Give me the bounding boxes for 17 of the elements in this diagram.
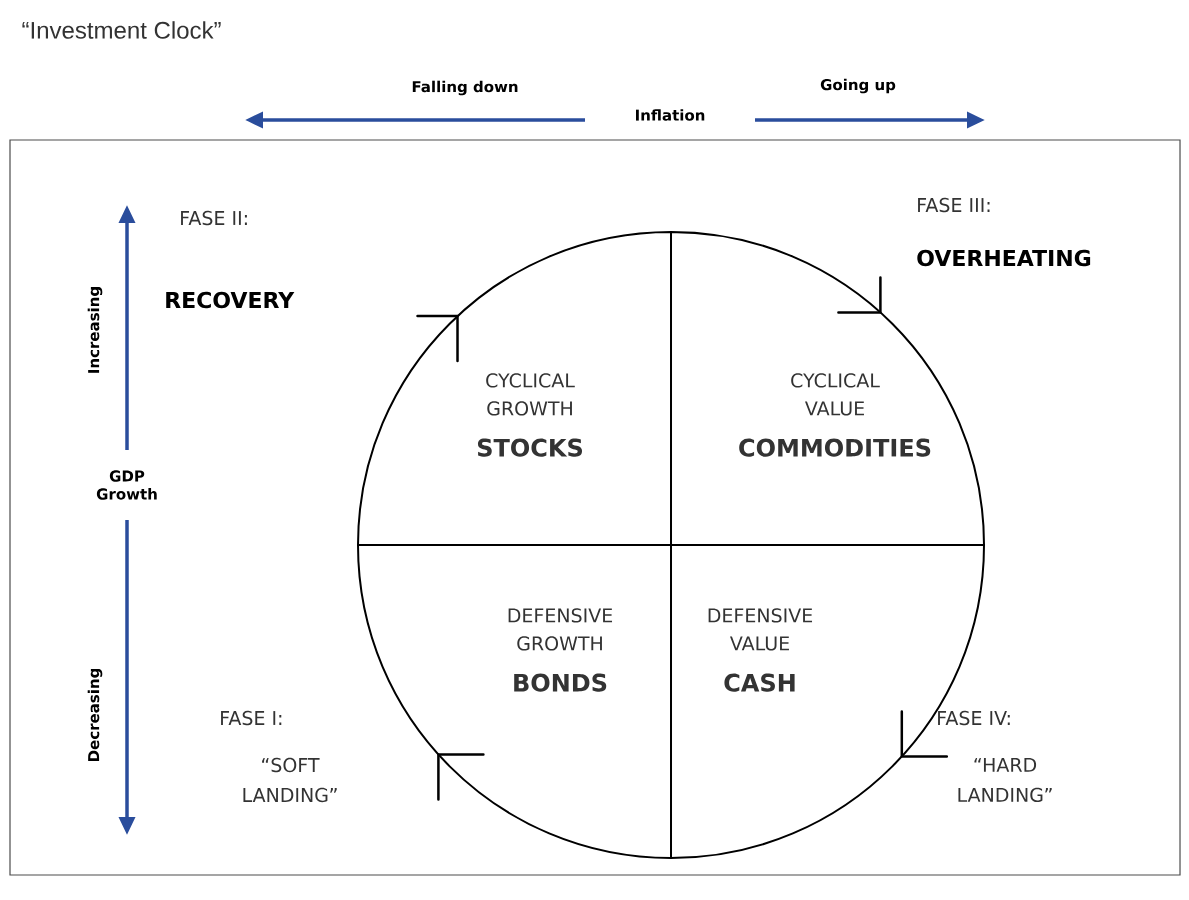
label: Falling down	[412, 80, 518, 96]
label: Going up	[820, 78, 896, 94]
label: “SOFT LANDING”	[243, 757, 337, 803]
quadrant: CYCLICAL GROWTH STOCKS	[357, 231, 672, 546]
label: Inflation	[636, 109, 705, 121]
label: Decreasing	[87, 668, 103, 761]
label: FASE I:	[221, 710, 282, 726]
label: GDP Growth	[96, 470, 157, 500]
label: “HARD LANDING”	[958, 757, 1052, 803]
label: FASE IV:	[938, 710, 1010, 726]
quadrant: DEFENSIVE GROWTH BONDS	[357, 544, 672, 859]
label: FASE III:	[918, 197, 990, 213]
title: “Investment Clock”	[22, 21, 221, 39]
label: Increasing	[87, 287, 103, 373]
label: FASE II:	[181, 210, 247, 226]
label: OVERHEATING	[917, 249, 1091, 267]
label: RECOVERY	[166, 291, 295, 309]
